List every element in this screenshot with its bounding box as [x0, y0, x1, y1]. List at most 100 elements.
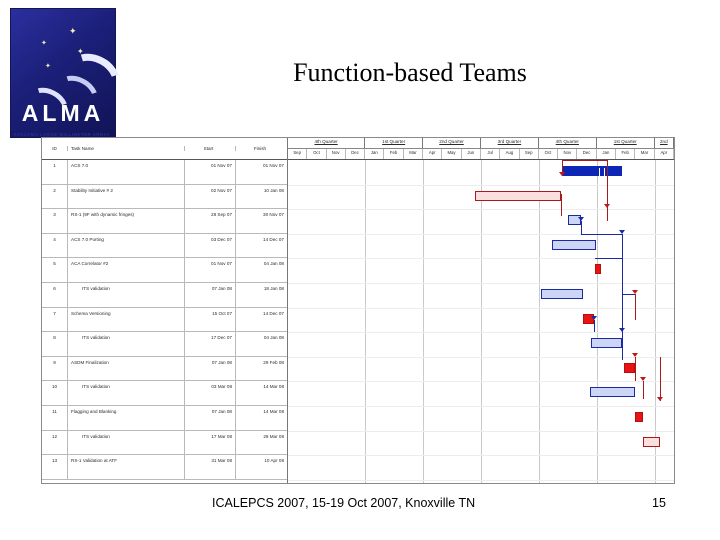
gantt-bar[interactable] — [591, 338, 622, 349]
footer-text: ICALEPCS 2007, 15-19 Oct 2007, Knoxville… — [212, 496, 476, 510]
dependency-arrow-icon — [559, 172, 565, 176]
month-header: Mar — [404, 149, 424, 159]
quarter-header: 1st Quarter — [365, 138, 424, 148]
month-header: Aug — [500, 149, 520, 159]
dependency-arrow-icon — [604, 204, 610, 208]
month-header: May — [442, 149, 462, 159]
cell-finish: 10 Jan 08 — [263, 187, 284, 193]
star-icon: ✦ — [69, 26, 77, 36]
month-header: Apr — [423, 149, 443, 159]
month-header: Sep — [520, 149, 539, 159]
quarter-gridline — [423, 160, 425, 483]
quarter-gridline — [538, 160, 540, 483]
cell-task-name: RS-1 Validation at ATF — [68, 455, 185, 479]
star-icon: ✦ — [45, 63, 51, 70]
dependency-link — [607, 205, 608, 221]
month-header: Apr — [655, 149, 674, 159]
dependency-arrow-icon — [619, 230, 625, 234]
gantt-bar[interactable] — [595, 264, 601, 275]
row-gridline — [288, 307, 674, 309]
cell-id: 12 — [42, 430, 68, 455]
cell-id: 13 — [42, 455, 68, 479]
gantt-bar[interactable] — [635, 412, 643, 422]
gantt-bar[interactable] — [552, 239, 596, 250]
cell-id: 11 — [42, 405, 68, 430]
month-header: Jan — [597, 149, 617, 159]
gantt-bar[interactable] — [541, 289, 583, 299]
bar-tick — [604, 168, 605, 176]
month-header: Jun — [462, 149, 481, 159]
dependency-link — [595, 258, 623, 259]
cell-task-name: ITS validation — [68, 282, 185, 307]
cell-id: 10 — [42, 381, 68, 405]
dependency-link — [581, 234, 623, 235]
alma-logo: ✦ ✦ ✦ ✦ ALMA ATACAMA LARGE MILLIMETER AR… — [10, 8, 129, 138]
gantt-bar[interactable] — [562, 166, 622, 176]
cell-start: 01 Nov 07 — [185, 258, 236, 282]
cell-finish: 14 Dec 07 — [263, 310, 284, 316]
month-header: Jul — [481, 149, 501, 159]
gantt-bar[interactable] — [475, 190, 561, 201]
dependency-arrow-icon — [591, 316, 597, 320]
cell-finish: 30 Nov 07 — [263, 212, 284, 218]
cell-start: 03 Mar 08 — [185, 381, 236, 405]
dependency-link — [622, 294, 636, 295]
dependency-arrow-icon — [619, 328, 625, 332]
dependency-link — [635, 357, 636, 381]
dependency-link — [581, 221, 582, 235]
cell-id: 1 — [42, 160, 68, 184]
gantt-bar[interactable] — [590, 387, 635, 398]
month-header: Oct — [307, 149, 327, 159]
cell-task-name: ACA Correlator #2 — [68, 258, 185, 282]
row-gridline — [288, 406, 674, 407]
month-header: Nov — [327, 149, 346, 159]
month-header: Feb — [384, 149, 404, 159]
page-number: 15 — [652, 496, 666, 510]
dependency-arrow-icon — [632, 290, 638, 294]
page-title: Function-based Teams — [293, 58, 527, 87]
dependency-link — [622, 234, 623, 358]
cell-task-name: ASDM Finalization — [68, 356, 185, 381]
bar-tick — [599, 168, 600, 176]
month-header: Mar — [635, 149, 655, 159]
dependency-link — [635, 294, 636, 320]
cell-id: 2 — [42, 184, 68, 209]
month-header: Jan — [365, 149, 385, 159]
dependency-arrow-icon — [657, 397, 663, 401]
cell-id: 5 — [42, 258, 68, 282]
row-gridline — [288, 381, 674, 383]
quarter-gridline — [481, 160, 482, 483]
dependency-arrow-icon — [632, 353, 638, 357]
cell-finish: 14 Mar 08 — [263, 408, 284, 414]
month-header: Feb — [616, 149, 636, 159]
gantt-bar[interactable] — [624, 362, 635, 373]
dependency-link — [562, 160, 563, 176]
quarter-gridline — [654, 160, 656, 483]
month-header: Dec — [577, 149, 597, 159]
quarter-header: 2nd — [655, 138, 674, 148]
quarter-header: 4th Quarter — [539, 138, 597, 148]
gantt-bar[interactable] — [643, 436, 660, 447]
quarter-gridline — [365, 160, 367, 483]
cell-start: 07 Jan 08 — [185, 356, 236, 381]
gantt-bars-area — [288, 160, 674, 483]
star-icon: ✦ — [77, 47, 84, 56]
row-gridline — [288, 233, 674, 235]
alma-subtitle: ATACAMA LARGE MILLIMETER ARRAY — [13, 132, 111, 137]
